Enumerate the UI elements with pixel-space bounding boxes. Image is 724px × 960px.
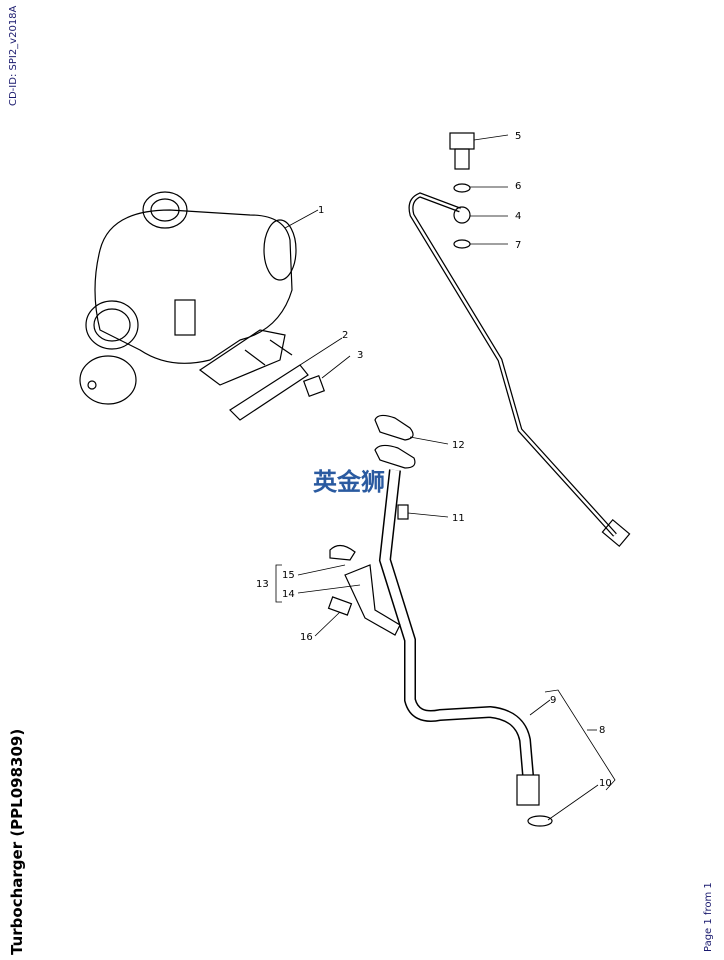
turbocharger-part[interactable] xyxy=(79,191,297,405)
callout-5: 5 xyxy=(515,131,521,142)
bolt-11[interactable] xyxy=(397,504,409,520)
o-ring-10[interactable] xyxy=(527,815,553,827)
bolt-16[interactable] xyxy=(327,596,353,616)
banjo-fitting[interactable] xyxy=(453,206,471,224)
callout-15: 15 xyxy=(282,570,295,581)
callout-9: 9 xyxy=(550,695,556,706)
washer-7[interactable] xyxy=(453,239,471,249)
callout-8: 8 xyxy=(599,725,605,736)
callout-1: 1 xyxy=(318,205,324,216)
pipe-end-nut[interactable] xyxy=(601,518,631,548)
callout-11: 11 xyxy=(452,513,465,524)
callout-4: 4 xyxy=(515,211,521,222)
flange-gasket-12[interactable] xyxy=(374,414,414,441)
callout-2: 2 xyxy=(342,330,348,341)
bracket-14[interactable] xyxy=(344,564,401,636)
washer-6[interactable] xyxy=(453,183,471,193)
callout-13: 13 xyxy=(256,579,269,590)
callout-3: 3 xyxy=(357,350,363,361)
oil-feed-pipe[interactable] xyxy=(408,192,617,537)
callout-12: 12 xyxy=(452,440,465,451)
clip-15[interactable] xyxy=(329,544,356,561)
callout-7: 7 xyxy=(515,240,521,251)
nut-part[interactable] xyxy=(302,374,326,398)
callout-16: 16 xyxy=(300,632,313,643)
banjo-bolt-part[interactable] xyxy=(449,132,475,150)
callout-10: 10 xyxy=(599,778,612,789)
gasket-part[interactable] xyxy=(229,364,309,421)
callout-14: 14 xyxy=(282,589,295,600)
callout-6: 6 xyxy=(515,181,521,192)
watermark: 英金狮 xyxy=(313,468,385,496)
